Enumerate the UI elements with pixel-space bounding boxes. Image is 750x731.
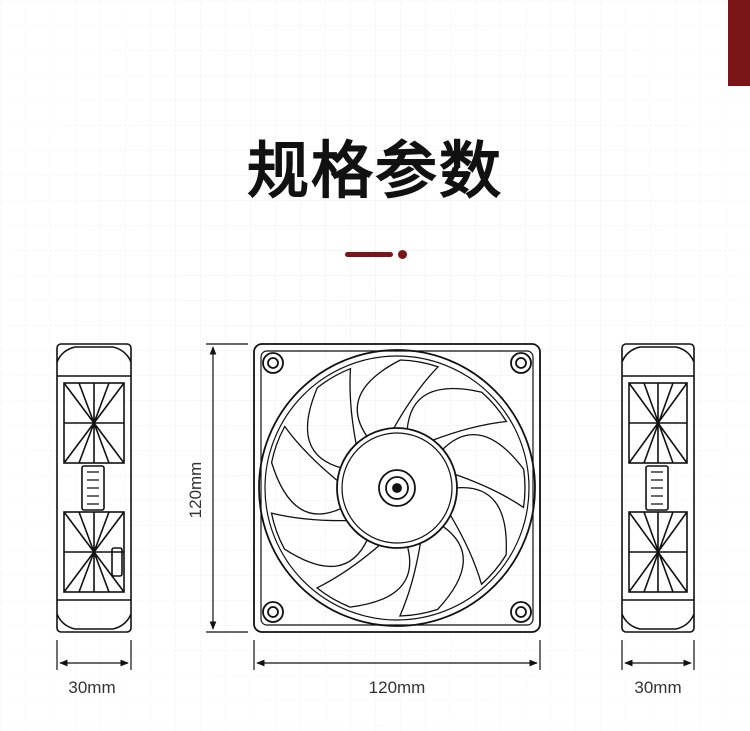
front-frame-inner	[260, 350, 534, 626]
fan-blade	[315, 543, 411, 608]
corner-accent-tab	[728, 0, 750, 86]
right-side-view	[621, 343, 695, 633]
front-shroud-ring-outer	[258, 349, 536, 627]
left-side-frame	[56, 343, 132, 633]
mounting-hole-bottom-left-icon	[262, 601, 284, 623]
fan-blade	[448, 486, 507, 586]
fan-hub-badge-mid	[385, 476, 409, 500]
left-width-label: 30mm	[68, 678, 115, 697]
left-side-view	[56, 343, 132, 633]
dimension-lines	[56, 343, 695, 670]
front-view	[253, 343, 541, 633]
fan-blade	[270, 425, 343, 515]
mounting-hole-bottom-right-icon	[510, 601, 532, 623]
left-side-cable-clip	[111, 547, 123, 577]
fan-blades	[270, 359, 526, 617]
front-frame-outer	[253, 343, 541, 633]
left-side-top-cap	[56, 346, 132, 363]
page-title: 规格参数	[246, 134, 503, 207]
title-underline-dot	[398, 250, 407, 259]
fan-blade	[406, 387, 508, 442]
right-side-top-cap	[621, 346, 695, 363]
front-shroud-ring-inner	[264, 355, 530, 621]
fan-blade	[440, 434, 526, 509]
left-side-logo-plate	[81, 465, 105, 511]
left-side-bottom-cap	[56, 613, 132, 630]
mounting-holes	[262, 352, 532, 623]
right-side-frame	[621, 343, 695, 633]
fan-blade	[398, 524, 464, 617]
mounting-hole-top-left-icon	[262, 352, 284, 374]
right-side-bottom-cap	[621, 613, 695, 630]
fan-hub-badge-outer	[378, 469, 416, 507]
front-width-label: 120mm	[369, 678, 426, 697]
right-width-label: 30mm	[634, 678, 681, 697]
right-side-logo-plate	[645, 465, 669, 511]
mounting-hole-top-right-icon	[510, 352, 532, 374]
fan-blade	[306, 367, 358, 469]
fan-blade	[356, 359, 440, 439]
fan-hub-ring	[341, 432, 453, 544]
front-height-label: 120mm	[186, 462, 205, 519]
fan-blade	[270, 512, 369, 568]
title-underline	[345, 252, 393, 257]
fan-hub-badge-center	[392, 483, 402, 493]
